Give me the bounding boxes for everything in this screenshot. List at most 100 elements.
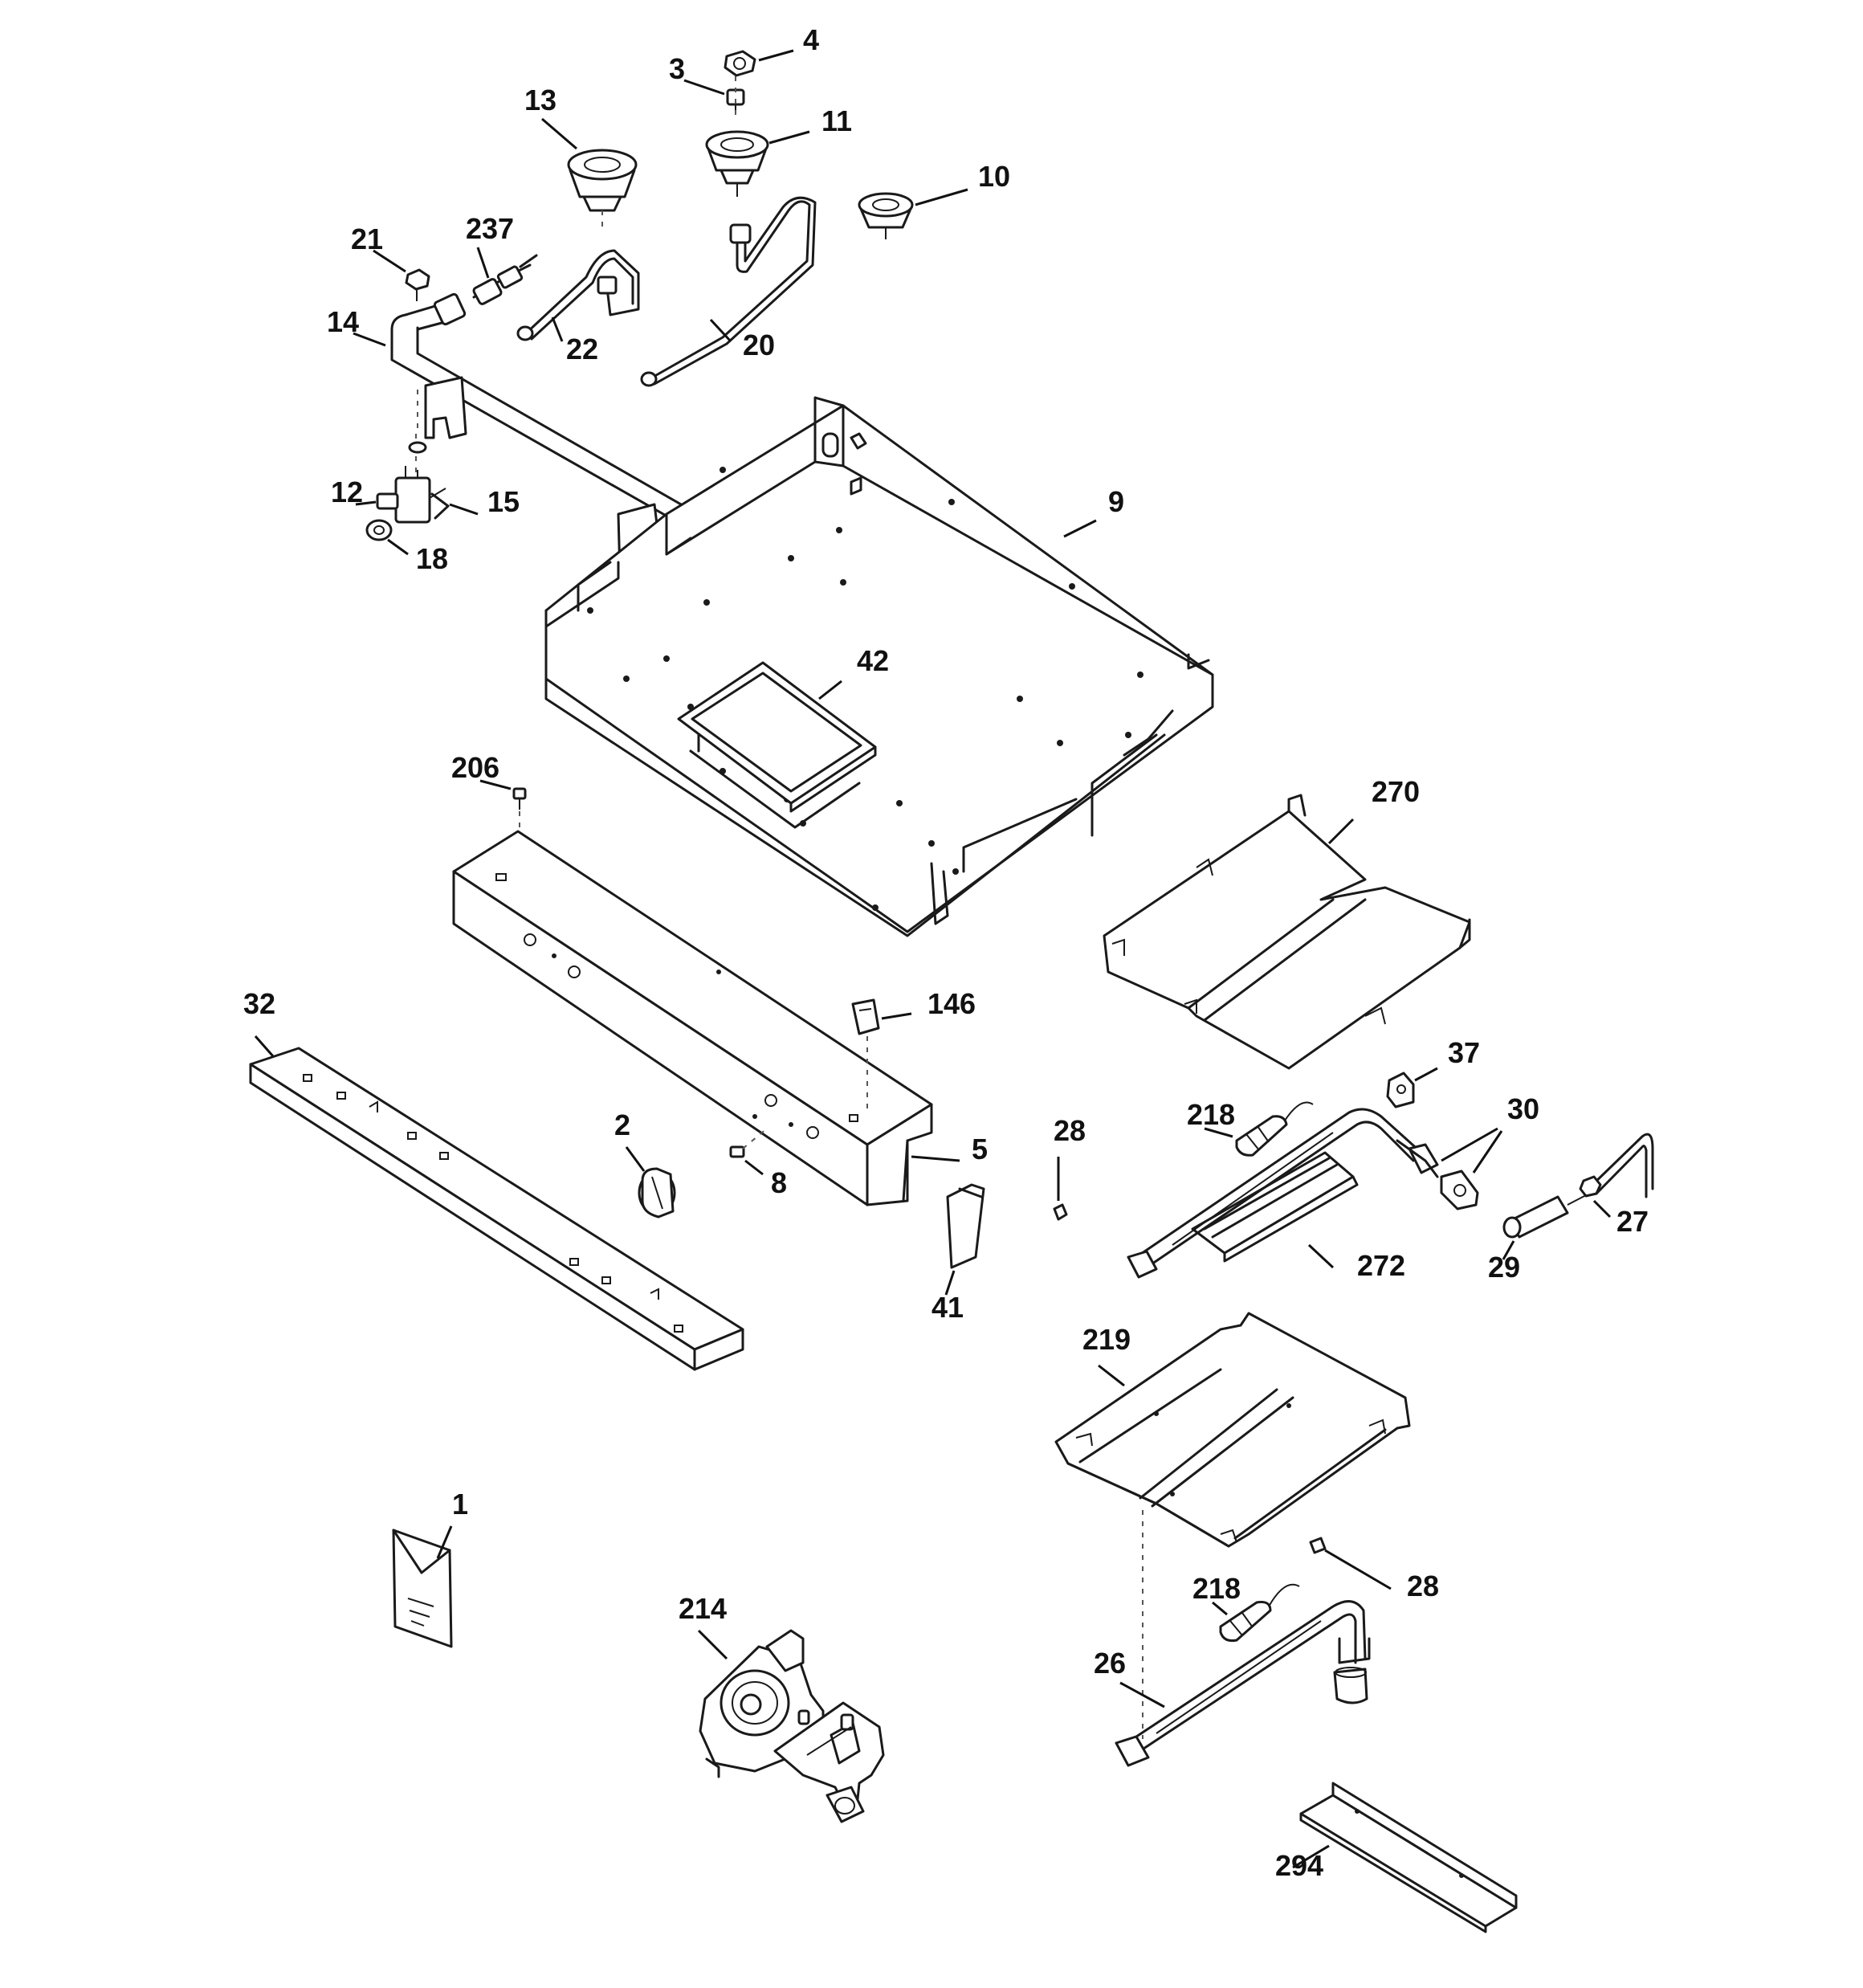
callout-5: 5	[972, 1133, 988, 1165]
leader-20	[709, 318, 732, 343]
leader-237	[476, 247, 490, 279]
callout-206: 206	[451, 751, 499, 784]
part-burner-box-9	[544, 396, 1214, 937]
leader-218-upper	[1204, 1127, 1233, 1138]
part-shield-219	[1054, 1312, 1411, 1548]
part-valve-12	[376, 434, 446, 524]
part-burner-11	[705, 130, 769, 197]
callout-218: 218	[1192, 1572, 1241, 1605]
leader-272	[1307, 1243, 1335, 1269]
part-shield-270	[1103, 794, 1471, 1070]
leader-15	[449, 503, 479, 516]
callout-4: 4	[803, 23, 819, 56]
leader-42	[818, 680, 842, 700]
part-nut-18	[365, 519, 393, 541]
callout-32: 32	[243, 987, 275, 1020]
leader-37	[1414, 1067, 1438, 1082]
leader-8	[744, 1159, 764, 1176]
part-burner-13	[567, 149, 638, 229]
leader-41	[944, 1270, 956, 1296]
part-vent-42	[677, 661, 877, 829]
leader-206	[479, 779, 512, 790]
callout-27: 27	[1616, 1205, 1649, 1238]
callout-13: 13	[524, 84, 556, 116]
callout-14: 14	[327, 305, 359, 338]
leader-14	[353, 332, 386, 347]
part-burner-tube-22	[516, 249, 640, 341]
callout-218: 218	[1187, 1098, 1235, 1131]
callout-11: 11	[821, 104, 852, 137]
leader-21	[373, 249, 406, 273]
part-clip-15	[430, 492, 450, 520]
part-knob-2	[638, 1167, 676, 1219]
callout-22: 22	[566, 333, 598, 365]
part-orifice-holder-30	[1396, 1139, 1479, 1210]
part-screw-8	[729, 1128, 768, 1158]
leader-4	[758, 49, 794, 62]
leader-30-a	[1441, 1127, 1498, 1162]
callout-10: 10	[978, 160, 1010, 193]
leader-219	[1098, 1364, 1125, 1387]
part-igniter-218-lower	[1219, 1583, 1300, 1642]
callout-29: 29	[1488, 1251, 1520, 1284]
callout-18: 18	[416, 542, 448, 575]
leader-27	[1592, 1199, 1612, 1219]
part-igniter-218-upper	[1235, 1101, 1314, 1157]
callout-20: 20	[743, 329, 775, 361]
leader-218-lower	[1212, 1601, 1228, 1616]
callout-1: 1	[452, 1488, 468, 1521]
leader-9	[1063, 519, 1097, 538]
callout-21: 21	[351, 222, 383, 255]
leader-214	[697, 1629, 728, 1660]
part-literature-1	[392, 1529, 453, 1648]
part-burner-tube-20	[640, 196, 817, 387]
leader-146	[881, 1012, 912, 1020]
leader-270	[1327, 818, 1355, 845]
leader-10	[915, 188, 968, 206]
part-baffle-272	[1191, 1151, 1359, 1263]
part-cap-41	[946, 1183, 985, 1269]
leader-1	[436, 1525, 453, 1559]
callout-237: 237	[466, 212, 514, 245]
leader-29	[1502, 1240, 1515, 1260]
part-manifold-panel-5	[452, 830, 933, 1206]
part-orifice-29	[1502, 1194, 1587, 1239]
callout-26: 26	[1094, 1647, 1126, 1680]
leader-32	[254, 1035, 275, 1057]
callout-30: 30	[1507, 1092, 1539, 1125]
leader-13	[541, 117, 577, 150]
callout-28: 28	[1407, 1570, 1439, 1602]
callout-294: 294	[1275, 1849, 1323, 1882]
callout-41: 41	[932, 1291, 964, 1324]
leader-5	[911, 1155, 960, 1162]
part-trim-32	[249, 1047, 744, 1371]
part-clip-146	[851, 998, 880, 1108]
callout-272: 272	[1357, 1249, 1405, 1282]
leader-30-b	[1472, 1130, 1503, 1174]
callout-42: 42	[857, 644, 889, 677]
callout-3: 3	[669, 52, 685, 85]
part-nut-4	[724, 50, 756, 77]
part-gas-tube-27	[1579, 1133, 1654, 1198]
part-screw-21	[405, 268, 430, 301]
leader-3	[683, 79, 725, 96]
leader-11	[768, 130, 810, 145]
callout-12: 12	[331, 476, 363, 508]
callout-28: 28	[1054, 1114, 1086, 1147]
part-oven-burner-26	[1115, 1600, 1371, 1767]
callout-37: 37	[1448, 1036, 1480, 1069]
part-bracket-294	[1299, 1782, 1518, 1933]
leader-294	[1292, 1844, 1330, 1869]
leader-2	[625, 1146, 646, 1172]
callout-146: 146	[927, 987, 976, 1020]
part-screw-206	[512, 787, 527, 827]
part-regulator-214	[699, 1629, 885, 1823]
leader-22	[551, 316, 564, 342]
callout-8: 8	[771, 1166, 787, 1199]
callout-2: 2	[614, 1108, 630, 1141]
callout-15: 15	[487, 485, 520, 518]
callout-9: 9	[1108, 485, 1124, 518]
leader-18	[387, 538, 409, 556]
callout-270: 270	[1372, 775, 1420, 808]
